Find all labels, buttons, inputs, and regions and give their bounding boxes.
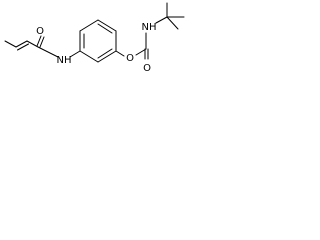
- bond-vinyl-double-b: [17, 43, 29, 51]
- ring-double-3: [97, 48, 113, 59]
- ring-bond-6: [79, 50, 99, 63]
- ring-bond-3: [97, 19, 117, 32]
- atom-carbamate-nh: NH: [142, 22, 157, 33]
- ring-double-2: [97, 23, 113, 34]
- atom-amide-o: O: [36, 26, 44, 37]
- atom-carbamate-o: O: [143, 63, 151, 74]
- ring-bond-5: [97, 50, 117, 63]
- atom-ester-o: O: [126, 53, 134, 64]
- bond-carbonyl-double-a: [36, 35, 42, 47]
- bond-methyl-vinyl: [4, 40, 17, 48]
- bond-carbonyl-nh: [37, 46, 59, 58]
- bond-nh-ring: [69, 50, 81, 58]
- chemical-structure: O NH O O NH: [4, 2, 185, 74]
- bond-ring-ester-o: [115, 50, 125, 57]
- bond-carbonyl-double-b: [39, 36, 45, 48]
- bond-nh-tbutyl: [155, 16, 168, 24]
- ring-bond-2: [79, 19, 99, 32]
- bond-ester-o-carbamate: [135, 48, 147, 56]
- atom-amide-nh: NH: [57, 55, 72, 66]
- bond-tbutyl-methyl-3: [166, 16, 179, 30]
- bond-vinyl-carbonyl: [26, 40, 39, 48]
- bond-vinyl-double-a: [15, 40, 28, 48]
